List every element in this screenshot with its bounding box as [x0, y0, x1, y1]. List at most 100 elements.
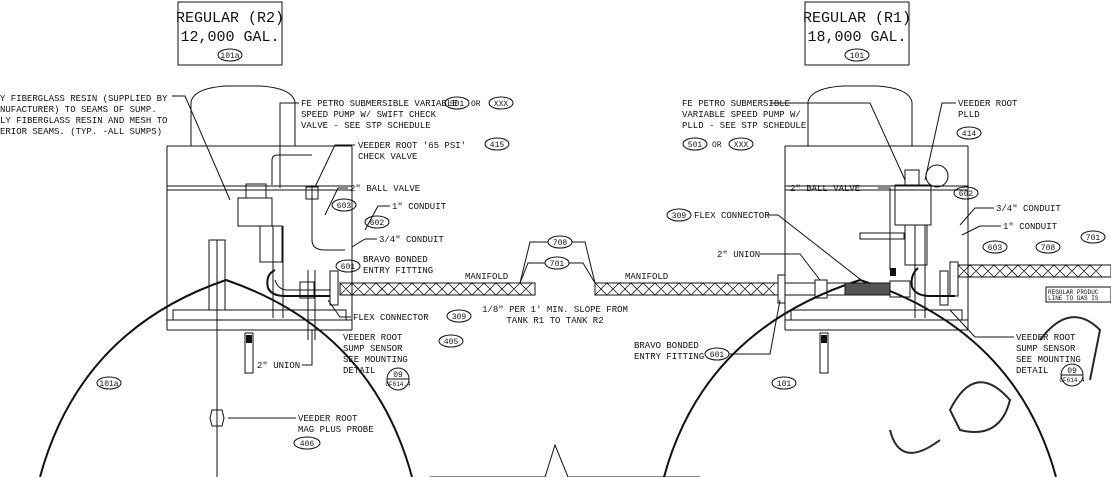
svg-text:PLLD - SEE STP SCHEDULE: PLLD - SEE STP SCHEDULE	[682, 121, 806, 131]
left-ball-valve-tag: 603	[337, 202, 352, 211]
right-entry-fitting-tag: 601	[710, 351, 725, 360]
right-sump-body	[784, 145, 969, 331]
svg-text:ENTRY FITTING: ENTRY FITTING	[634, 352, 704, 362]
left-dome-tag: 101a	[99, 380, 118, 389]
svg-text:Y FIBERGLASS RESIN (SUPPLIED: Y FIBERGLASS RESIN (SUPPLIED BY	[0, 94, 168, 104]
right-detail-number: 09	[1067, 367, 1077, 376]
left-pipe-fittings	[266, 269, 339, 340]
right-flex-connector-callout: 309 FLEX CONNECTOR	[666, 208, 866, 284]
right-dome-tag: 101	[777, 380, 792, 389]
svg-text:DETAIL: DETAIL	[1016, 366, 1048, 376]
right-conduit-1-tag: 603	[988, 244, 1003, 253]
right-tank-tag: 101	[850, 52, 865, 61]
left-probe-tag: 406	[300, 440, 315, 449]
svg-text:SEE MOUNTING: SEE MOUNTING	[343, 355, 408, 365]
middle-tag-701: 701	[550, 260, 565, 269]
svg-text:NUFACTURER) TO SEAMS OF SUMP.: NUFACTURER) TO SEAMS OF SUMP.	[0, 105, 157, 115]
svg-text:VEEDER ROOT: VEEDER ROOT	[1016, 333, 1076, 343]
left-check-valve-callout: VEEDER ROOT '65 PSI' CHECK VALVE 415	[314, 137, 510, 188]
left-tank-title-block: REGULAR (R2) 12,000 GAL. 101a	[176, 1, 284, 66]
right-external-hose	[949, 261, 1111, 297]
svg-text:BRAVO BONDED: BRAVO BONDED	[363, 255, 428, 265]
left-sump-lid	[190, 85, 296, 146]
left-detail-sheet: GF614.4	[385, 381, 411, 388]
svg-text:FE PETRO SUBMERSIBLE: FE PETRO SUBMERSIBLE	[682, 99, 790, 109]
svg-text:LY FIBERGLASS RESIN AND MESH T: LY FIBERGLASS RESIN AND MESH TO	[0, 116, 167, 126]
svg-text:VALVE - SEE STP SCHEDULE: VALVE - SEE STP SCHEDULE	[301, 121, 431, 131]
middle-tag-708: 708	[553, 239, 568, 248]
right-pump-tag-b: XXX	[734, 141, 749, 150]
right-tag-701: 701	[1086, 234, 1101, 243]
svg-text:1" CONDUIT: 1" CONDUIT	[1003, 222, 1058, 232]
left-sump-body	[166, 145, 353, 331]
left-sump-sensor-callout: VEEDER ROOT SUMP SENSOR SEE MOUNTING DET…	[343, 333, 464, 391]
right-pump-callout: FE PETRO SUBMERSIBLE VARIABLE SPEED PUMP…	[682, 99, 906, 181]
left-pump-tag-a: 501	[450, 100, 465, 109]
left-entry-fitting-tag: 601	[341, 263, 356, 272]
left-tank-title: REGULAR (R2)	[176, 10, 284, 27]
left-ball-valve-callout: 2" BALL VALVE 603	[324, 184, 420, 216]
right-entry-fitting-callout: BRAVO BONDED ENTRY FITTING 601	[634, 299, 781, 362]
svg-text:REGULAR PRODUC: REGULAR PRODUC	[1048, 289, 1099, 296]
svg-text:VEEDER ROOT: VEEDER ROOT	[343, 333, 403, 343]
right-tag-708: 708	[1041, 244, 1056, 253]
left-flex-hose	[339, 282, 536, 296]
svg-text:SUMP SENSOR: SUMP SENSOR	[1016, 344, 1076, 354]
left-flex-connector-callout: FLEX CONNECTOR 309	[327, 299, 472, 323]
right-tank-title-block: REGULAR (R1) 18,000 GAL. 101	[803, 1, 911, 66]
svg-text:LINE TO GAS IS: LINE TO GAS IS	[1048, 295, 1099, 302]
right-tank-dome	[663, 278, 1057, 477]
slope-note-2: TANK R1 TO TANK R2	[506, 316, 603, 326]
left-union-callout: 2" UNION	[257, 330, 313, 371]
left-conduit-callouts: 1" CONDUIT 602 3/4" CONDUIT	[351, 202, 447, 248]
manifold-middle: 708 701 MANIFOLD MANIFOLD 1/8" PER 1' MI…	[430, 235, 700, 477]
left-conduit-tag: 602	[370, 219, 385, 228]
left-tank-capacity: 12,000 GAL.	[180, 29, 279, 46]
svg-text:2" UNION: 2" UNION	[717, 250, 760, 260]
slope-note-1: 1/8" PER 1' MIN. SLOPE FROM	[482, 305, 628, 315]
svg-text:1" CONDUIT: 1" CONDUIT	[392, 202, 447, 212]
svg-text:OR: OR	[712, 141, 722, 150]
svg-text:CHECK VALVE: CHECK VALVE	[358, 152, 417, 162]
right-detail-sheet: GF614.4	[1059, 377, 1085, 384]
svg-text:VEEDER ROOT: VEEDER ROOT	[958, 99, 1018, 109]
right-plld-tag: 414	[962, 130, 977, 139]
svg-text:PLLD: PLLD	[958, 110, 980, 120]
right-flex-section	[594, 274, 911, 304]
manifold-label-right: MANIFOLD	[625, 272, 668, 282]
right-flex-connector-tag: 309	[672, 212, 687, 221]
left-tank-tag: 101a	[220, 52, 239, 61]
svg-text:3/4" CONDUIT: 3/4" CONDUIT	[996, 204, 1061, 214]
svg-text:OR: OR	[471, 100, 481, 109]
right-pump	[819, 164, 955, 374]
svg-text:VEEDER ROOT: VEEDER ROOT	[298, 414, 358, 424]
manifold-label-left: MANIFOLD	[465, 272, 508, 282]
svg-text:VARIABLE SPEED PUMP W/: VARIABLE SPEED PUMP W/	[682, 110, 801, 120]
svg-text:ENTRY FITTING: ENTRY FITTING	[363, 266, 433, 276]
left-sump-sensor-tag: 405	[444, 338, 459, 347]
svg-text:2" UNION: 2" UNION	[257, 361, 300, 371]
right-pump-tag-a: 501	[688, 141, 703, 150]
svg-text:3/4" CONDUIT: 3/4" CONDUIT	[379, 235, 444, 245]
svg-text:FLEX CONNECTOR: FLEX CONNECTOR	[353, 313, 429, 323]
right-tank-capacity: 18,000 GAL.	[807, 29, 906, 46]
break-mark	[430, 443, 700, 477]
left-check-valve-tag: 415	[490, 141, 505, 150]
svg-text:VEEDER ROOT '65 PSI': VEEDER ROOT '65 PSI'	[358, 141, 466, 151]
left-flex-connector-tag: 309	[452, 313, 467, 322]
svg-text:MAG PLUS PROBE: MAG PLUS PROBE	[298, 425, 374, 435]
svg-text:2" BALL VALVE: 2" BALL VALVE	[790, 184, 860, 194]
svg-text:SEE MOUNTING: SEE MOUNTING	[1016, 355, 1081, 365]
right-plld-callout: VEEDER ROOT PLLD 414	[924, 99, 1018, 181]
right-union-callout: 2" UNION	[717, 250, 821, 281]
left-pump-callout: FE PETRO SUBMERSIBLE VARIABLE SPEED PUMP…	[279, 96, 514, 188]
left-probe	[208, 239, 254, 477]
left-probe-callout: VEEDER ROOT MAG PLUS PROBE 406	[228, 414, 374, 450]
left-entry-fitting-callout: 601 BRAVO BONDED ENTRY FITTING	[335, 255, 433, 276]
svg-text:SUMP SENSOR: SUMP SENSOR	[343, 344, 403, 354]
right-conduit-callouts: 602 3/4" CONDUIT 1" CONDUIT 603 708 701	[953, 186, 1106, 254]
svg-text:DETAIL: DETAIL	[343, 366, 375, 376]
right-ball-valve-callout: 2" BALL VALVE	[790, 184, 891, 270]
svg-text:FLEX CONNECTOR: FLEX CONNECTOR	[694, 211, 770, 221]
